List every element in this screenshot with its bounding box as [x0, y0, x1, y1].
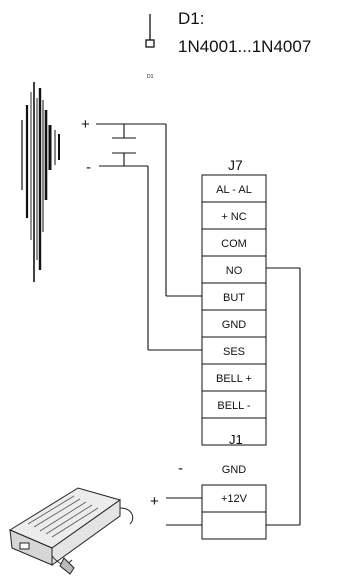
- j7-pin-no: NO: [226, 265, 243, 277]
- diode-part-range: 1N4001...1N4007: [178, 37, 311, 56]
- psu-plus-label: +: [150, 493, 159, 510]
- j7-pin-but: BUT: [223, 292, 245, 304]
- j7-title: J7: [228, 157, 243, 173]
- j1-connector: [201, 484, 267, 540]
- psu-wiring: [166, 497, 202, 526]
- reader-device-icon: [21, 82, 60, 282]
- diode-label: D1:: [178, 9, 204, 28]
- j7-pin-nc: + NC: [221, 211, 246, 223]
- psu-minus-label: -: [178, 460, 183, 477]
- j7-pin-bell-plus: BELL +: [216, 373, 252, 385]
- diode-marker: D1: [147, 74, 154, 80]
- j1-title: J1: [229, 432, 243, 447]
- j7-connector: [201, 174, 267, 446]
- j7-pin-bell-minus: BELL -: [217, 400, 251, 412]
- diode-symbol: [145, 14, 155, 48]
- j7-pin-al: AL - AL: [216, 184, 252, 196]
- reader-minus-label: -: [86, 159, 91, 176]
- j1-pin-gnd: GND: [222, 464, 247, 476]
- j7-pin-gnd: GND: [222, 319, 247, 331]
- j1-pin-12v: +12V: [221, 493, 248, 505]
- j7-pin-ses: SES: [223, 346, 245, 358]
- reader-plus-label: +: [81, 116, 90, 133]
- j7-pin-com: COM: [221, 238, 247, 250]
- reader-wiring: [96, 123, 301, 526]
- power-adapter-icon: [8, 487, 134, 575]
